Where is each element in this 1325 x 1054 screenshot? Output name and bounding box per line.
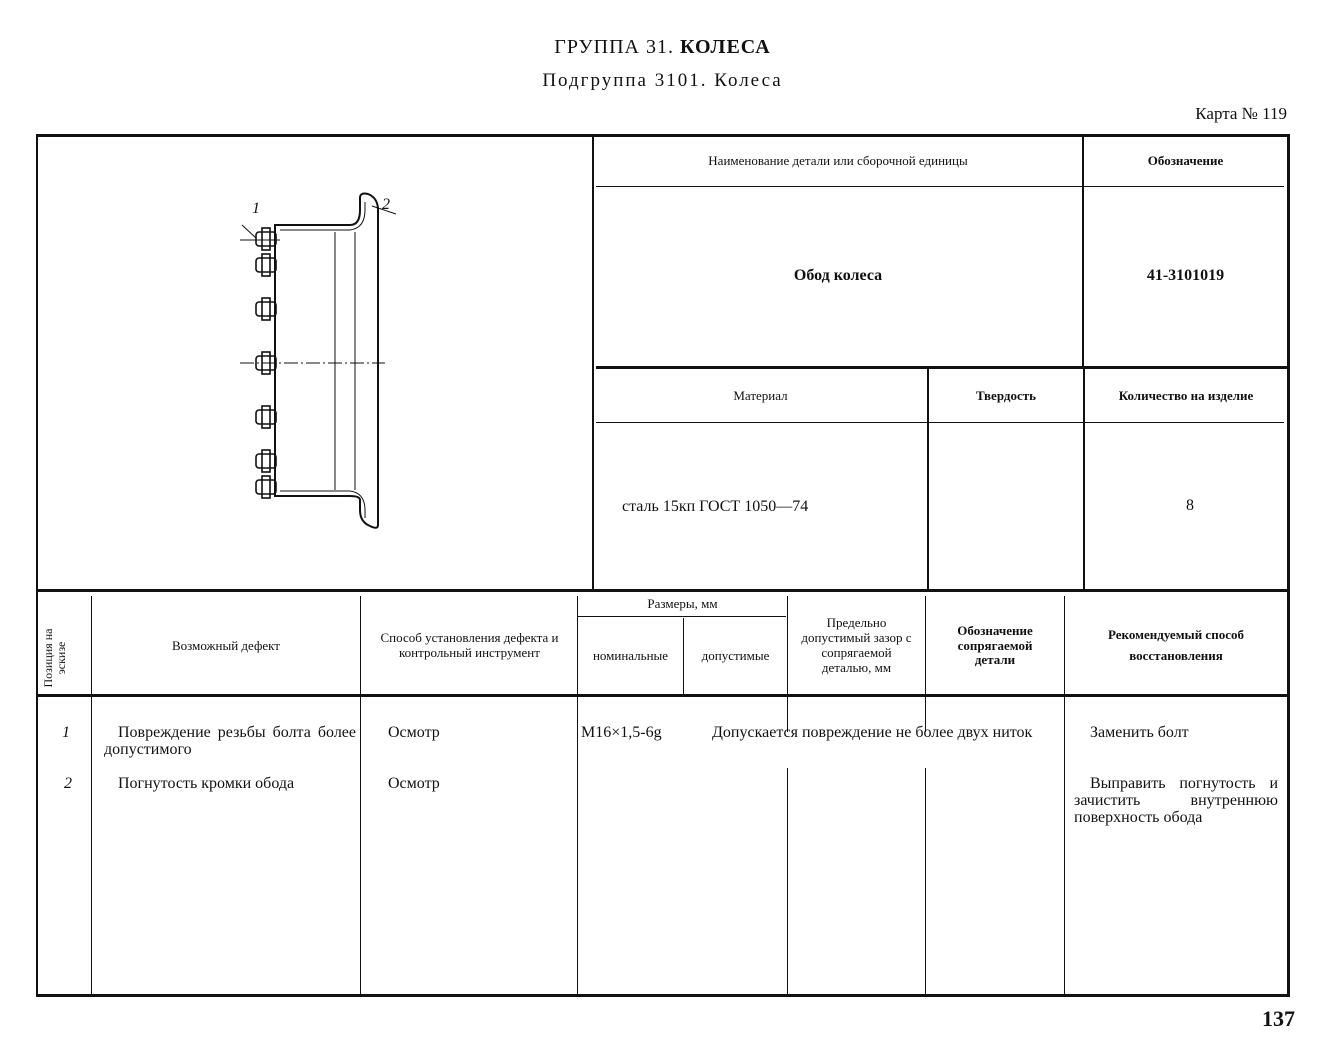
row2-recovery: Выправить погнутость и зачистить внутрен… (1074, 775, 1278, 826)
group-title: ГРУППА 31. КОЛЕСА (0, 36, 1325, 59)
col-line-pos (91, 596, 92, 994)
sizes-header: Размеры, мм (647, 595, 718, 611)
row1-nominal: M16×1,5-6g (581, 724, 662, 741)
group-prefix: ГРУППА 31. (554, 36, 674, 58)
frame-left (36, 134, 38, 996)
row1-allowed-note: Допускается повреждение не более двух ни… (712, 724, 1033, 741)
row1-recovery: Заменить болт (1090, 724, 1189, 741)
mat-header-line (596, 422, 1284, 423)
material-value: сталь 15кп ГОСТ 1050—74 (622, 498, 809, 515)
col-line-method (577, 596, 578, 994)
row1-pos: 1 (62, 724, 70, 741)
row2-method: Осмотр (388, 775, 440, 792)
material-header: Материал (733, 387, 788, 403)
info-header-line (596, 186, 1284, 187)
sketch-label-2: 2 (382, 196, 390, 213)
page-number: 137 (1262, 1006, 1295, 1031)
defect-header: Возможный дефект (172, 637, 280, 653)
col-line-clearance (925, 596, 926, 732)
table-header-bottom (36, 694, 1290, 697)
info-col-divider (1082, 134, 1084, 368)
row1-defect: Повреждение резьбы болта более допустимо… (104, 724, 356, 758)
nominal-header: номинальные (592, 647, 669, 663)
col-line-defect (360, 596, 361, 994)
name-header: Наименование детали или сборочной единиц… (708, 153, 968, 169)
col-line-nominal (683, 618, 684, 694)
card-number: Карта № 119 (1195, 104, 1287, 123)
position-header: Позиция на эскизе (41, 628, 69, 688)
clearance-header: Предельно допустимый зазор с сопря­гаемо… (801, 615, 912, 675)
col-line-mating (1064, 596, 1065, 994)
part-name: Обод колеса (793, 267, 883, 285)
hardness-value (929, 424, 1083, 589)
row2-defect: Погнутость кромки обода (118, 775, 295, 792)
upper-bottom (36, 589, 1290, 592)
quantity-value: 8 (1186, 497, 1194, 515)
row1-method: Осмотр (388, 724, 440, 741)
subgroup-title: Подгруппа 3101. Колеса (542, 70, 783, 91)
sizes-subheader-line (578, 616, 786, 617)
col-line-clearance-lower (925, 768, 926, 994)
sketch-label-1: 1 (252, 200, 260, 217)
method-header: Способ установления дефекта и контрольны… (380, 630, 559, 660)
mat-col-divider-1 (927, 369, 929, 589)
row2-pos: 2 (64, 775, 72, 792)
frame-bottom (36, 994, 1290, 997)
mating-header: Обозначение сопрягаемой детали (957, 622, 1033, 668)
rim-sketch (240, 192, 397, 529)
hardness-header: Твердость (976, 387, 1036, 403)
designation-header: Обозначение (1147, 153, 1224, 169)
group-name: КОЛЕСА (679, 36, 771, 58)
frame-top (36, 134, 1290, 137)
frame-right (1287, 134, 1290, 996)
mat-col-divider-2 (1083, 369, 1085, 589)
allowed-header: допустимые (701, 647, 770, 663)
col-line-sizes-lower (787, 768, 788, 994)
part-designation: 41-3101019 (1146, 267, 1225, 285)
col-line-sizes (787, 596, 788, 732)
recovery-header: Рекомендуемый способ восстановления (1108, 627, 1244, 663)
sketch-divider (592, 134, 594, 590)
quantity-header: Количество на изделие (1118, 387, 1254, 403)
info-mid-line (596, 366, 1288, 369)
